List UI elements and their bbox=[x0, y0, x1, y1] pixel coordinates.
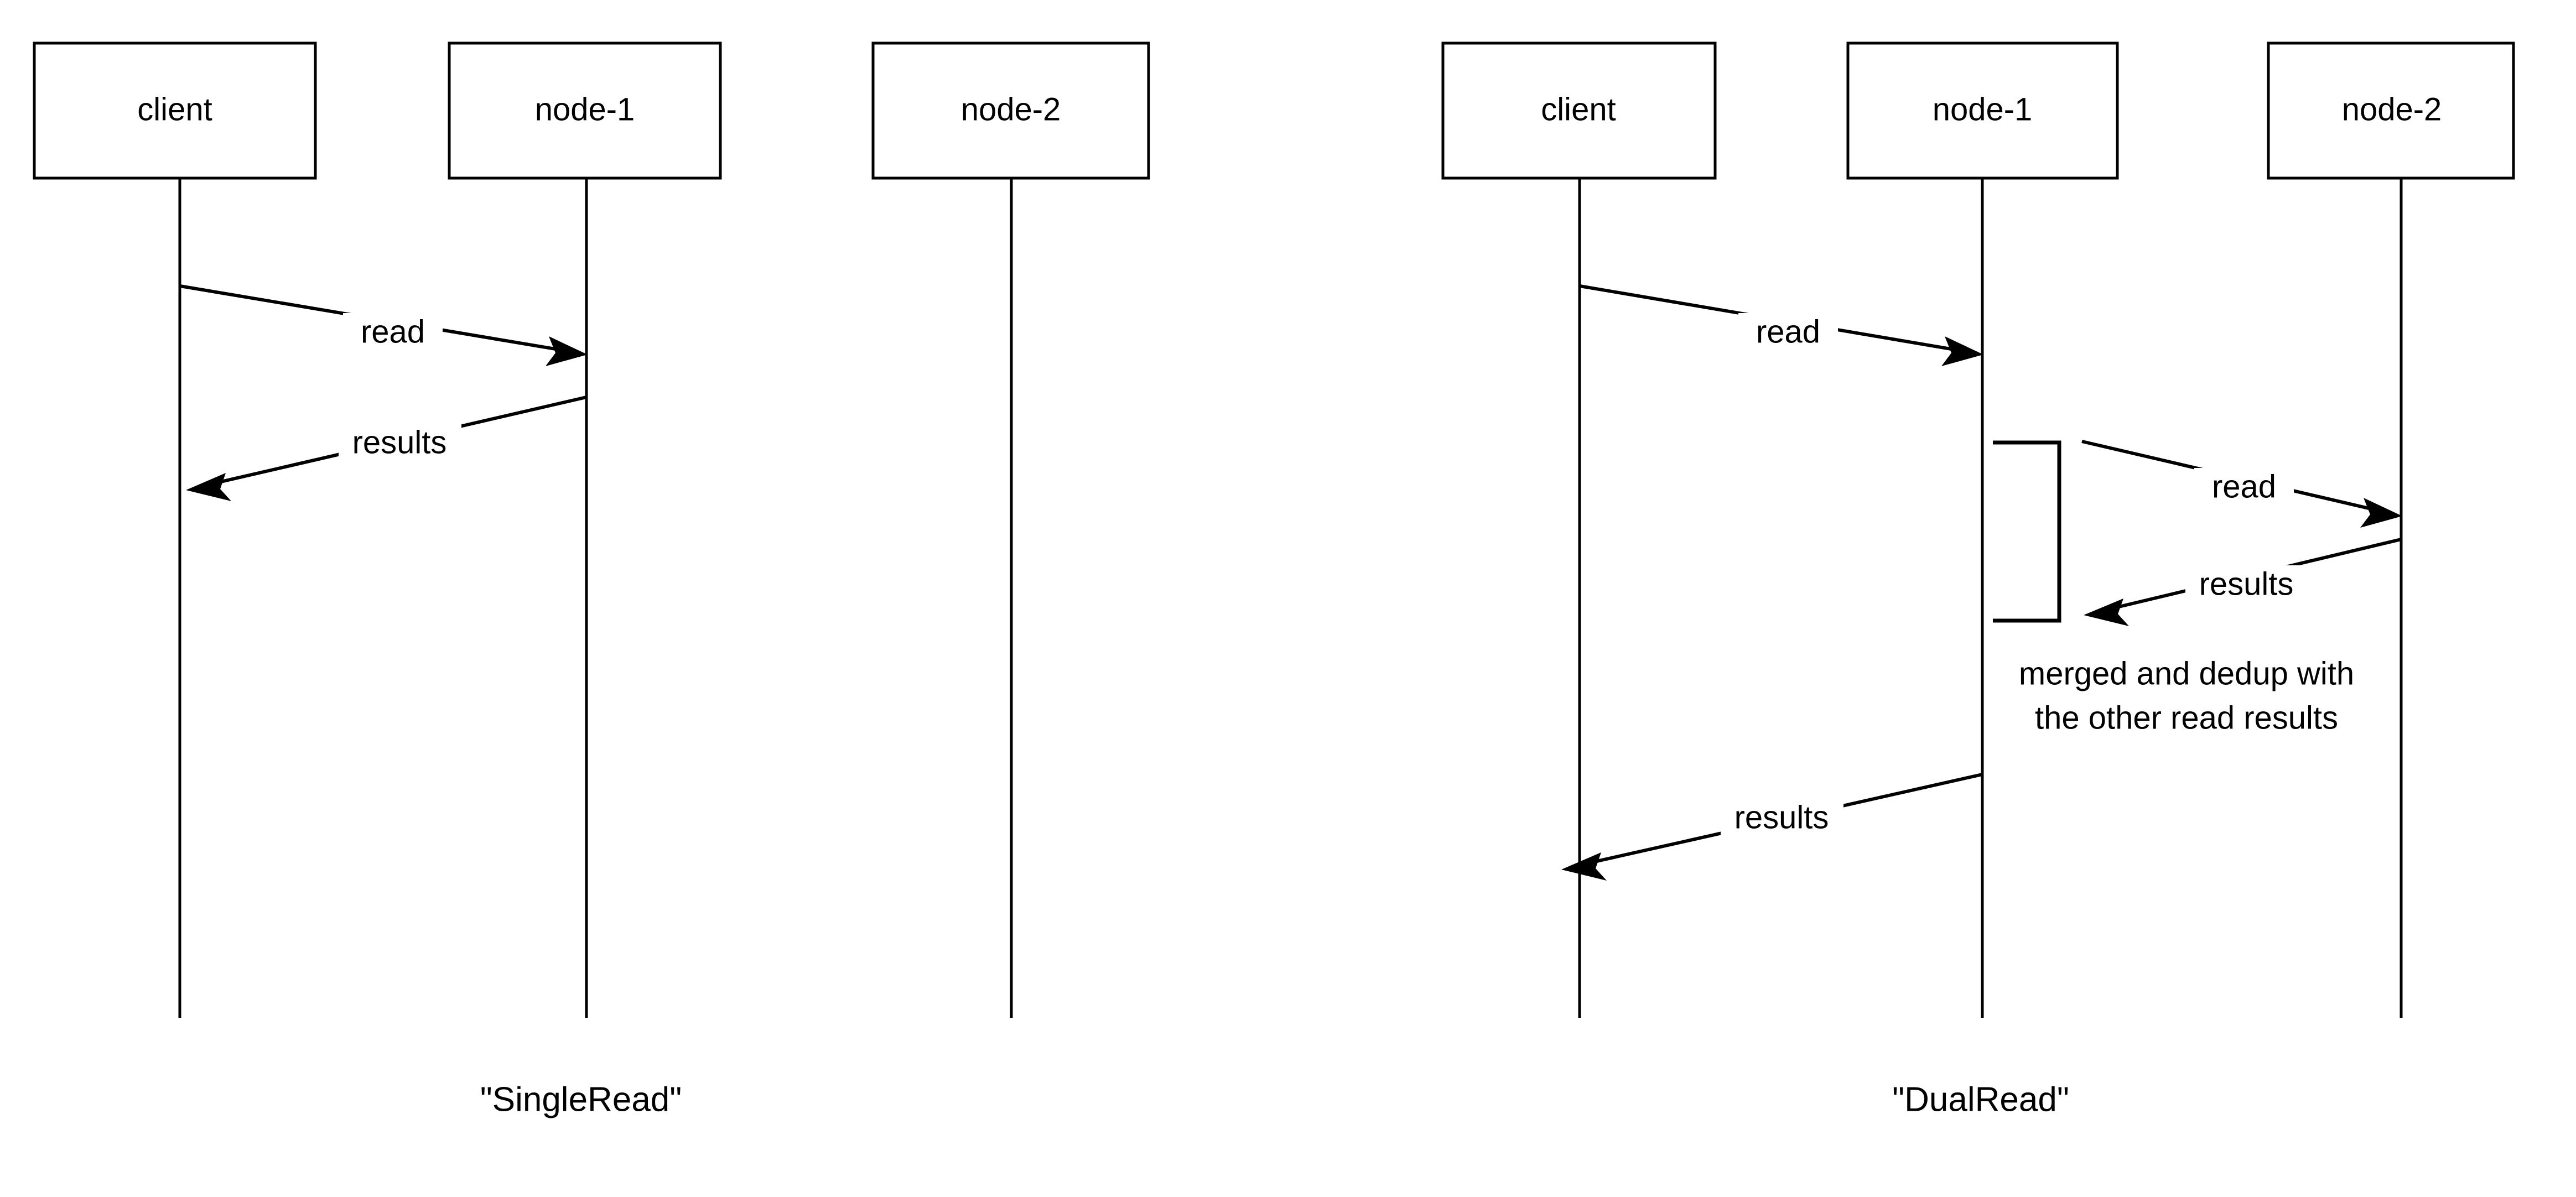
arrow-head-right bbox=[546, 336, 588, 366]
arrow-head-right bbox=[2360, 498, 2402, 528]
participant-label-node-2: node-2 bbox=[961, 91, 1061, 127]
participant-box-node-1[interactable] bbox=[1846, 41, 2119, 180]
message-label: read bbox=[2212, 469, 2276, 504]
message-results-node2-to-node1[interactable]: results bbox=[2084, 538, 2402, 626]
note-merged-dedup: merged and dedup with the other read res… bbox=[2019, 655, 2354, 736]
message-label: read bbox=[1756, 314, 1820, 350]
arrow-head-right bbox=[1941, 336, 1983, 366]
panel-caption-dual-read: "DualRead" bbox=[1892, 1080, 2069, 1118]
arrow-head-left bbox=[186, 473, 231, 501]
panel-single-read: client node-1 node-2 read results "Singl… bbox=[33, 41, 1150, 1118]
message-read-client-to-node1[interactable]: read bbox=[179, 284, 588, 366]
message-label-backdrop bbox=[343, 313, 443, 353]
message-label-backdrop bbox=[1738, 313, 1838, 353]
participant-box-node-2[interactable] bbox=[2267, 41, 2515, 180]
participant-box-client[interactable] bbox=[33, 41, 317, 180]
arrow-head-left bbox=[1561, 852, 1607, 881]
message-label: read bbox=[361, 314, 425, 350]
note-line-2: the other read results bbox=[2035, 700, 2338, 736]
message-label-backdrop bbox=[2185, 565, 2308, 605]
participant-label-node-1: node-1 bbox=[535, 91, 635, 127]
message-results-node1-to-client[interactable]: results bbox=[1561, 773, 1983, 881]
participant-box-node-1[interactable] bbox=[448, 41, 722, 180]
note-line-1: merged and dedup with bbox=[2019, 655, 2354, 691]
participant-box-node-2[interactable] bbox=[871, 41, 1150, 180]
message-results-node1-to-client[interactable]: results bbox=[186, 395, 587, 501]
message-label-backdrop bbox=[339, 424, 461, 464]
message-label: results bbox=[1734, 799, 1829, 835]
arrow-head-left bbox=[2084, 598, 2129, 626]
message-label: results bbox=[352, 424, 447, 460]
participant-label-node-2: node-2 bbox=[2342, 91, 2442, 127]
message-read-client-to-node1[interactable]: read bbox=[1579, 284, 1983, 366]
activation-bracket-node-1 bbox=[1993, 440, 2061, 623]
message-label: results bbox=[2199, 566, 2294, 602]
participant-label-client: client bbox=[137, 91, 212, 127]
participant-label-client: client bbox=[1541, 91, 1616, 127]
panel-caption-single-read: "SingleRead" bbox=[480, 1080, 682, 1118]
message-label-backdrop bbox=[1721, 799, 1843, 839]
message-label-backdrop bbox=[2194, 468, 2294, 508]
participant-label-node-1: node-1 bbox=[1933, 91, 2033, 127]
message-read-node1-to-node2[interactable]: read bbox=[2081, 440, 2402, 528]
panel-dual-read: client node-1 node-2 read read bbox=[1441, 41, 2515, 1118]
participant-box-client[interactable] bbox=[1441, 41, 1717, 180]
